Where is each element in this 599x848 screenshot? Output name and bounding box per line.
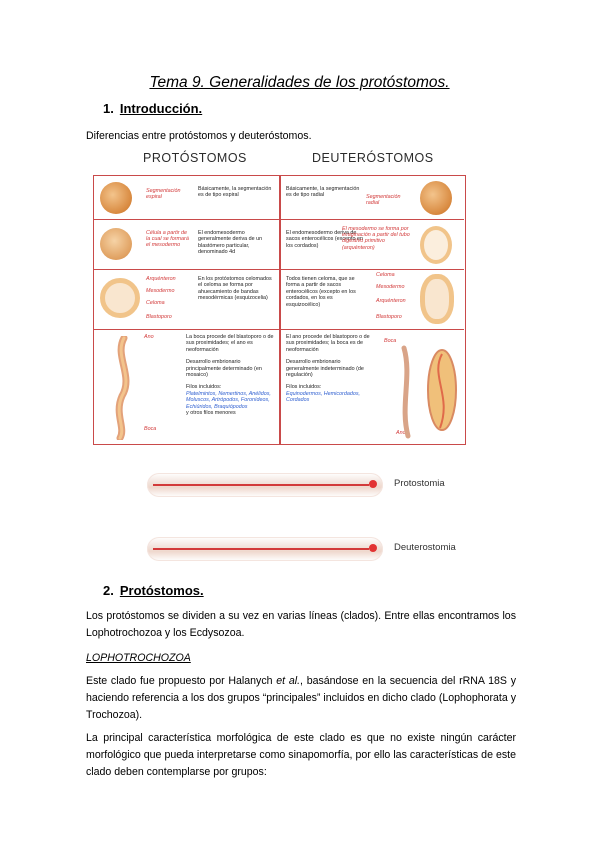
subheading-lophotrochozoa: LOPHOTROCHOZOA xyxy=(86,652,191,664)
comparison-figure: Segmentación espiral Básicamente, la seg… xyxy=(93,175,466,445)
text-segmentacion-espiral: Básicamente, la segmentación es de tipo … xyxy=(198,186,272,199)
section-number-2: 2. xyxy=(103,583,114,598)
intro-text: Diferencias entre protóstomos y deuterós… xyxy=(86,130,312,142)
label-blastoporo: Blastoporo xyxy=(146,314,172,320)
figure-column-deuterostomos: DEUTERÓSTOMOS xyxy=(312,151,434,165)
figure-row-mouth-anus: Ano Boca La boca procede del blastoporo … xyxy=(94,330,464,444)
figure-column-protostomos: PROTÓSTOMOS xyxy=(143,151,247,165)
label-celoma-right: Celoma xyxy=(376,272,395,278)
text-filos-protostomos: Platelmintos, Nemertinos, Anélidos, Molu… xyxy=(186,390,271,410)
text-enterocelia: Todos tienen celoma, que se forma a part… xyxy=(286,276,356,308)
paragraph-caracteristica: La principal característica morfológica … xyxy=(86,732,516,778)
radial-embryo-illustration xyxy=(420,181,452,215)
figure-row-coelom: Arquénteron Mesodermo Celoma Blastoporo … xyxy=(94,270,464,330)
paragraph-clados: Los protóstomos se dividen a su vez en v… xyxy=(86,610,516,639)
page-title: Tema 9. Generalidades de los protóstomos… xyxy=(149,74,450,91)
section-number: 1. xyxy=(103,101,114,116)
label-boca: Boca xyxy=(144,426,157,432)
label-deuterostomia: Deuterostomia xyxy=(394,542,456,553)
spiral-embryo-illustration xyxy=(100,182,132,214)
label-boca-right: Boca xyxy=(384,338,397,344)
protostomia-blastopore-dot xyxy=(369,480,377,488)
protostomia-gut-line xyxy=(153,484,369,486)
figure-divider xyxy=(279,176,281,444)
text-filos-title-right: Filos incluidos: xyxy=(286,384,322,391)
deuterostomia-gut-line xyxy=(153,548,369,550)
protostome-larva-illustration xyxy=(115,336,130,440)
text-endomesodermo-enterocelico: El endomesodermo deriva de sacos enteroc… xyxy=(286,230,364,249)
label-arquenteron-right: Arquénteron xyxy=(376,298,406,304)
text-ano-blastoporo: El ano procede del blastoporo o de sus p… xyxy=(286,334,370,353)
text-deuterostome-development: El ano procede del blastoporo o de sus p… xyxy=(286,334,370,404)
text-desarrollo-determinado: Desarrollo embrionario principalmente de… xyxy=(186,359,262,379)
deuterostome-larva-illustration xyxy=(401,345,457,439)
deuterostomia-tube-diagram xyxy=(147,537,383,561)
paragraph-halanych: Este clado fue propuesto por Halanych et… xyxy=(86,673,516,724)
text-segmentacion-radial: Básicamente, la segmentación es de tipo … xyxy=(286,186,360,199)
label-segmentacion-espiral: Segmentación espiral xyxy=(146,188,181,201)
label-mesodermo: Mesodermo xyxy=(146,288,175,294)
section-label: Introducción. xyxy=(119,101,203,116)
label-arquenteron: Arquénteron xyxy=(146,276,176,282)
enterocoel-illustration xyxy=(420,226,452,264)
text-filos-deuterostomos: Equinodermos, Hemicordados, Cordados xyxy=(286,390,361,404)
section-heading-introduccion: 1. Introducción. xyxy=(103,101,202,116)
label-ano-right: Ano xyxy=(396,430,406,436)
enterocoel-coelom-illustration xyxy=(420,274,454,324)
text-filos-title: Filos incluidos: xyxy=(186,384,222,391)
para2-part-a: Este clado fue propuesto por Halanych xyxy=(86,675,277,687)
section-heading-protostomos: 2. Protóstomos. xyxy=(103,583,204,598)
para2-part-b: , basándose en la secuencia del rRNA 18S… xyxy=(86,675,516,721)
para2-et-al: et al. xyxy=(276,675,301,687)
text-filos-menores: y otros filos menores xyxy=(186,410,236,417)
text-desarrollo-indeterminado: Desarrollo embrionario generalmente inde… xyxy=(286,359,364,379)
mesoderm-cell-illustration xyxy=(100,228,132,260)
label-protostomia: Protostomia xyxy=(394,478,445,489)
label-celula-mesodermo: Célula a partir de la cual se formará el… xyxy=(146,230,189,249)
label-mesodermo-evaginacion: El mesodermo se forma por evaginación a … xyxy=(342,226,410,251)
label-segmentacion-radial: Segmentación radial xyxy=(366,194,401,207)
label-ano: Ano xyxy=(144,334,154,340)
protostomia-tube-diagram xyxy=(147,473,383,497)
label-blastoporo-right: Blastoporo xyxy=(376,314,402,320)
text-endomesodermo-4d: El endomesodermo generalmente deriva de … xyxy=(198,230,263,256)
figure-row-mesoderm: Célula a partir de la cual se formará el… xyxy=(94,220,464,270)
text-boca-blastoporo: La boca procede del blastoporo o de sus … xyxy=(186,334,274,353)
text-esquizocelia: En los protóstomos celomados el celoma s… xyxy=(198,276,272,302)
figure-row-segmentation: Segmentación espiral Básicamente, la seg… xyxy=(94,176,464,220)
label-mesodermo-right: Mesodermo xyxy=(376,284,405,290)
deuterostomia-blastopore-dot xyxy=(369,544,377,552)
schizocoel-illustration xyxy=(100,278,140,318)
text-protostome-development: La boca procede del blastoporo o de sus … xyxy=(186,334,274,416)
label-celoma: Celoma xyxy=(146,300,165,306)
section-label-2: Protóstomos. xyxy=(119,583,204,598)
